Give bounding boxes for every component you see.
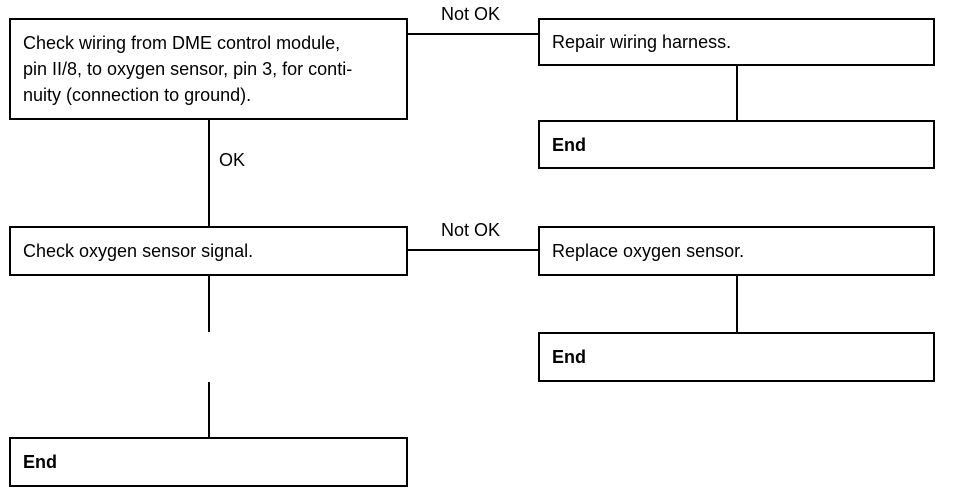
check-signal-box: Check oxygen sensor signal.: [9, 226, 408, 276]
repair-wiring-label: Repair wiring harness.: [552, 32, 732, 52]
end-label-3: End: [23, 452, 57, 472]
end-label-1: End: [552, 134, 586, 155]
connector-signal-down-lower: [208, 382, 210, 437]
not-ok-label-1: Not OK: [441, 4, 501, 24]
connector-signal-down-upper: [208, 276, 210, 332]
connector-signal-to-replace: [408, 249, 538, 251]
connector-replace-to-end: [736, 276, 738, 332]
check-wiring-line-2: pin II/8, to oxygen sensor, pin 3, for c…: [23, 59, 353, 79]
check-wiring-line-3: nuity (connection to ground).: [23, 85, 252, 105]
connector-wiring-to-signal: [208, 120, 210, 226]
check-signal-label: Check oxygen sensor signal.: [23, 241, 254, 261]
replace-sensor-label: Replace oxygen sensor.: [552, 241, 745, 261]
check-wiring-line-1: Check wiring from DME control module,: [23, 33, 341, 53]
repair-wiring-box: Repair wiring harness.: [538, 18, 935, 66]
replace-sensor-box: Replace oxygen sensor.: [538, 226, 935, 276]
end-label-2: End: [552, 347, 586, 367]
end-box-1: End: [538, 120, 935, 169]
connector-repair-to-end: [736, 66, 738, 120]
check-wiring-box: Check wiring from DME control module, pi…: [9, 18, 408, 120]
end-box-3: End: [9, 437, 408, 487]
connector-wiring-to-repair: [408, 33, 538, 35]
ok-label-1: OK: [219, 150, 246, 170]
end-box-2: End: [538, 332, 935, 382]
not-ok-label-2: Not OK: [441, 220, 501, 240]
